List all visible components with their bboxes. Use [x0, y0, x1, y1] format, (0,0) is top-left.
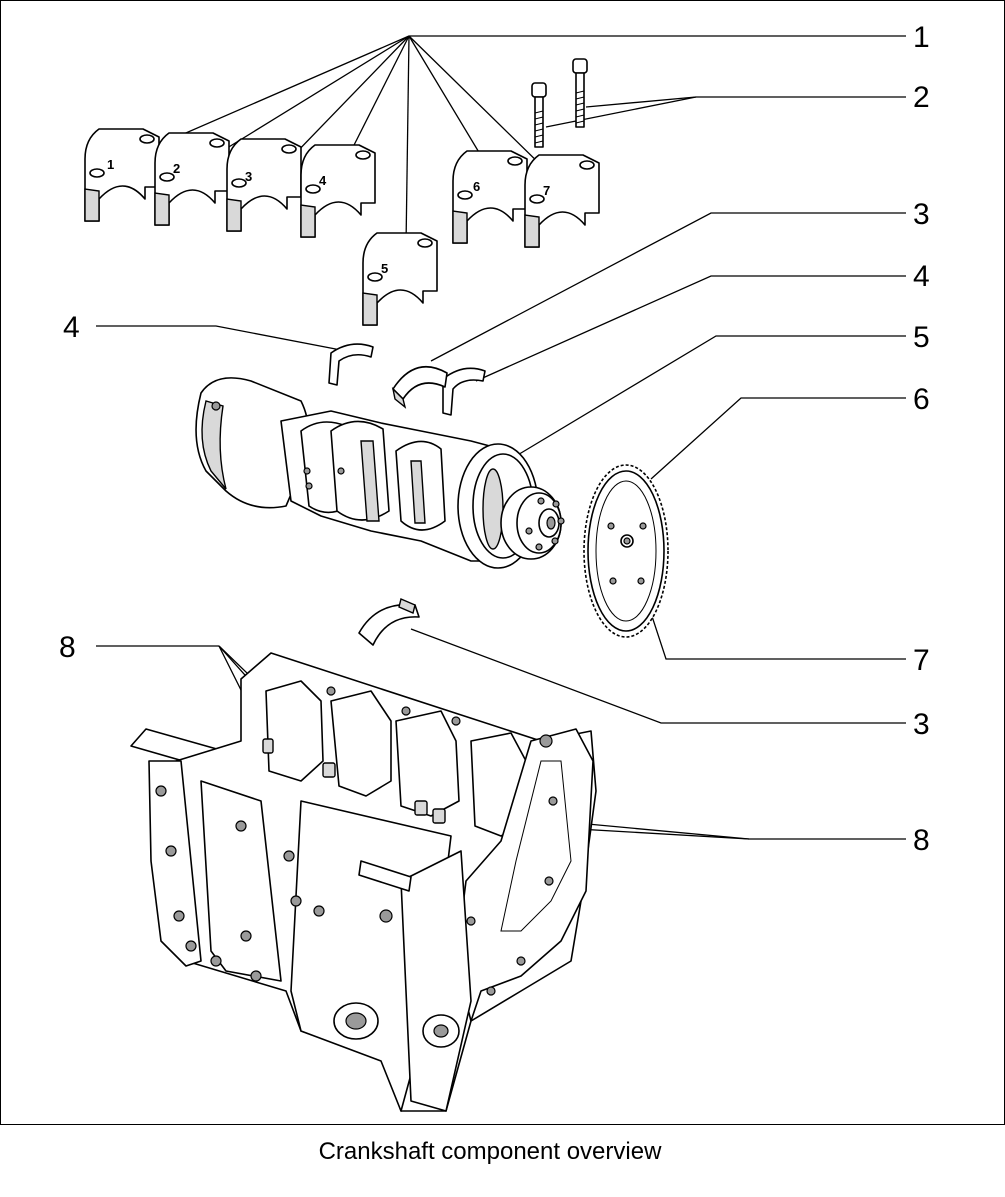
figure-caption: Crankshaft component overview — [318, 1138, 662, 1165]
bearing-cap-7: 7 — [524, 154, 600, 248]
cap-number-6: 6 — [473, 179, 480, 194]
bearing-cap-5: 5 — [362, 232, 438, 326]
bearing-cap-6: 6 — [452, 150, 528, 244]
callout-3-lower: 3 — [913, 708, 930, 741]
callout-labels: 1 2 3 4 4 5 6 7 3 8 8 — [59, 21, 930, 857]
crankshaft — [195, 377, 565, 569]
callout-3-upper: 3 — [913, 198, 930, 231]
reluctor-wheel — [583, 464, 669, 638]
thrust-washers — [328, 343, 486, 416]
lower-bearing-shell — [358, 603, 420, 646]
cap-number-2: 2 — [173, 161, 180, 176]
cap-number-5: 5 — [381, 261, 388, 276]
leader-lines — [96, 35, 906, 840]
bearing-cap-3: 3 — [226, 138, 302, 232]
callout-5: 5 — [913, 321, 930, 354]
cap-number-4: 4 — [319, 173, 327, 188]
callout-2: 2 — [913, 81, 930, 114]
bolt-left — [531, 82, 547, 148]
bolt-right — [572, 58, 588, 128]
callout-4-left: 4 — [63, 311, 80, 344]
callout-6: 6 — [913, 383, 930, 416]
cap-number-7: 7 — [543, 183, 550, 198]
thrust-washer-left — [328, 343, 374, 386]
callout-4-right: 4 — [913, 260, 930, 293]
bearing-caps: 1 2 3 4 5 — [84, 128, 600, 326]
callout-8-right: 8 — [913, 824, 930, 857]
piston-cooling-jets — [262, 738, 446, 824]
callout-8-left: 8 — [59, 631, 76, 664]
cap-bolts — [531, 58, 588, 148]
cylinder-block — [130, 652, 597, 1112]
crankshaft-diagram: 1 2 3 4 4 5 6 7 3 8 8 1 — [59, 21, 930, 1112]
callout-7: 7 — [913, 644, 930, 677]
upper-bearing-shell — [392, 365, 448, 400]
cap-number-3: 3 — [245, 169, 252, 184]
bearing-cap-4: 4 — [300, 144, 376, 238]
callout-1: 1 — [913, 21, 930, 54]
bearing-cap-1: 1 — [84, 128, 160, 222]
cap-number-1: 1 — [107, 157, 114, 172]
bearing-cap-2: 2 — [154, 132, 230, 226]
thrust-washer-right — [442, 367, 486, 416]
diagram-frame: 1 2 3 4 4 5 6 7 3 8 8 1 — [0, 0, 1005, 1125]
wheel-screw — [620, 534, 634, 548]
